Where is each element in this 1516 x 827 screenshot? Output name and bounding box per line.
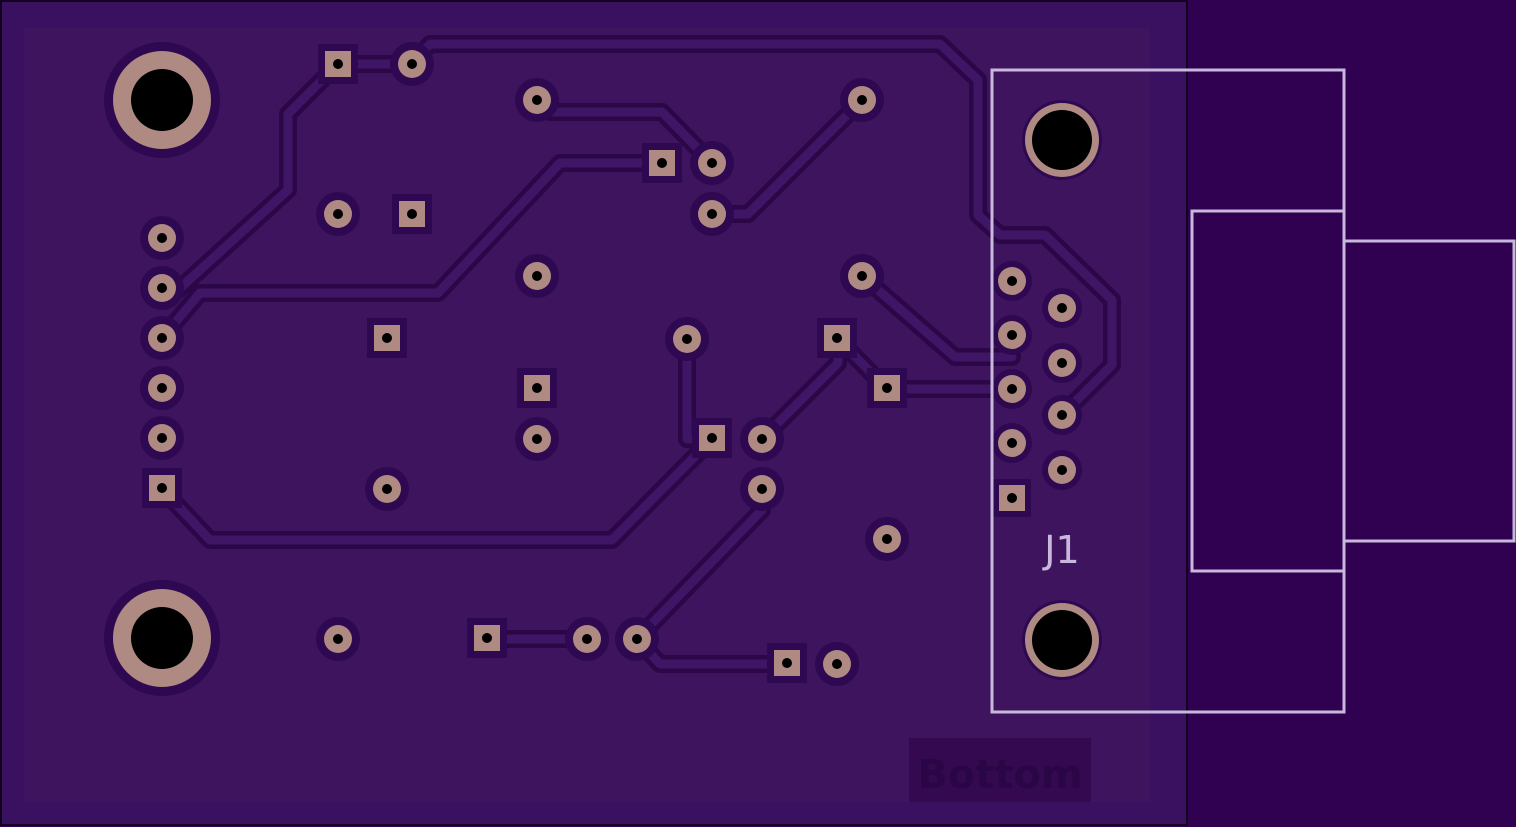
layer-label-text: Bottom — [917, 752, 1082, 798]
j1-reference-label: J1 — [1042, 528, 1079, 572]
layer-label-box — [909, 738, 1091, 802]
trace — [157, 434, 717, 545]
j1-plug — [1342, 239, 1516, 543]
layer-label: Bottom — [909, 738, 1091, 802]
trace — [407, 39, 1117, 420]
trace — [157, 158, 667, 343]
connector-j1: J1 — [990, 68, 1516, 714]
drill-holes — [157, 59, 892, 669]
mounting-holes — [113, 51, 211, 687]
